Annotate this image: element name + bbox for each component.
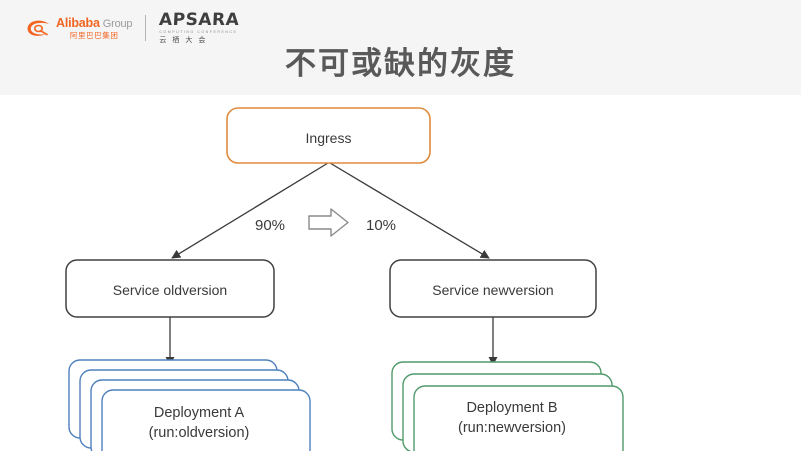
deployment-b-selector: (run:newversion) bbox=[458, 420, 566, 436]
deployment-a-replica-1 bbox=[101, 389, 311, 451]
alibaba-name-cn: 阿里巴巴集团 bbox=[69, 30, 119, 40]
alibaba-name-suffix: Group bbox=[102, 17, 133, 30]
connector-ingress-to-service-new bbox=[329, 162, 490, 259]
right-arrow-icon bbox=[308, 208, 349, 237]
ingress-label: Ingress bbox=[306, 130, 352, 146]
page-title: 不可或缺的灰度 bbox=[285, 46, 516, 82]
header-band bbox=[0, 0, 801, 95]
service-old-label: Service oldversion bbox=[113, 282, 227, 298]
service-new-label: Service newversion bbox=[432, 282, 553, 298]
ingress-node[interactable]: Ingress bbox=[226, 107, 431, 164]
deployment-b-replica-1 bbox=[413, 385, 624, 451]
alibaba-group-logo: Alibaba Group 阿里巴巴集团 bbox=[26, 15, 133, 40]
connector-ingress-to-service-old bbox=[171, 162, 329, 259]
traffic-percent-new: 10% bbox=[366, 217, 396, 234]
alibaba-cloud-logo-icon bbox=[27, 20, 49, 36]
alibaba-name-en: Alibaba bbox=[56, 15, 100, 30]
service-node-old[interactable]: Service oldversion bbox=[65, 259, 275, 318]
service-node-new[interactable]: Service newversion bbox=[389, 259, 597, 318]
deployment-a-selector: (run:oldversion) bbox=[149, 425, 250, 441]
deployment-a-title: Deployment A bbox=[154, 405, 245, 421]
apsara-name-cn: 云栖大会 bbox=[159, 36, 212, 44]
apsara-name-sub: COMPUTING CONFERENCE bbox=[159, 29, 238, 34]
deployment-stack-a[interactable]: Deployment A (run:oldversion) bbox=[68, 359, 311, 451]
deployment-b-title: Deployment B bbox=[466, 400, 557, 416]
traffic-percent-old: 90% bbox=[255, 217, 285, 234]
logo-divider bbox=[145, 15, 147, 41]
brand-logos: Alibaba Group 阿里巴巴集团 APSARA COMPUTING CO… bbox=[26, 10, 240, 44]
apsara-logo: APSARA COMPUTING CONFERENCE 云栖大会 bbox=[159, 10, 240, 44]
deployment-stack-b[interactable]: Deployment B (run:newversion) bbox=[391, 361, 624, 451]
